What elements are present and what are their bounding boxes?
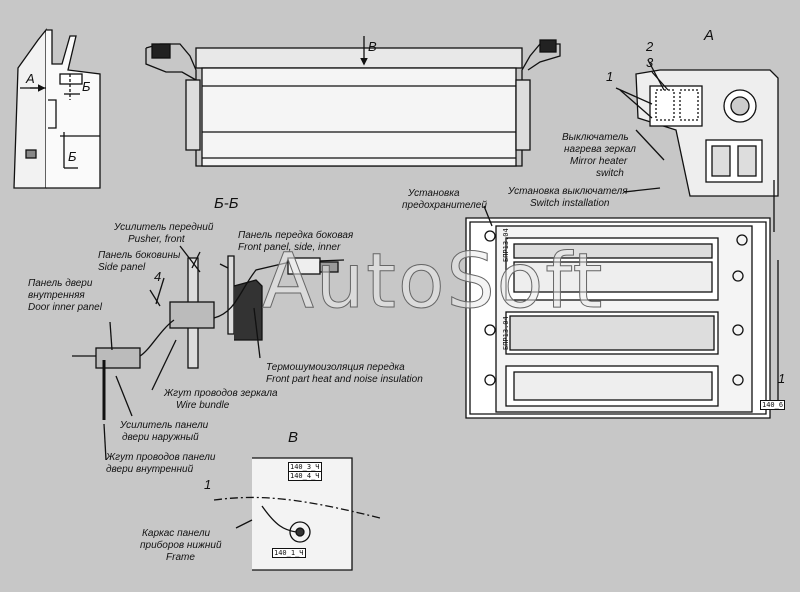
mirror-heater-ru-1: Выключатель	[562, 132, 629, 143]
fuse-side-label-a: БПР13.04	[502, 228, 510, 262]
switch-install-ru: Установка выключателя	[508, 186, 628, 197]
callout-4: 4	[154, 269, 162, 284]
marker-a: А	[26, 71, 35, 86]
door-bundle-ru-2: двери внутренний	[106, 464, 194, 475]
view-v-callout-1: 1	[204, 477, 212, 492]
view-a-title: А	[704, 27, 715, 44]
frame-ru-1: Каркас панели	[142, 528, 211, 539]
switch-install-en: Switch installation	[530, 198, 610, 209]
door-inner-ru-2: внутренняя	[28, 290, 85, 301]
mirror-heater-en-1: Mirror heater	[570, 156, 628, 167]
fuse-side-label-b: БПР13.04	[502, 316, 510, 350]
panel-top-view	[145, 36, 561, 167]
marker-v: В	[368, 39, 377, 54]
mirror-bundle-en: Wire bundle	[176, 400, 230, 411]
door-inner-en: Door inner panel	[28, 302, 102, 313]
callout-1: 1	[606, 69, 614, 84]
door-outer-ru-1: Усилитель панели	[120, 420, 209, 431]
door-outer-ru-2: двери наружный	[122, 432, 199, 443]
frame-view	[213, 457, 381, 571]
mirror-heater-en-2: switch	[596, 168, 624, 179]
front-side-en: Front panel, side, inner	[238, 242, 341, 253]
fuse-tag: 140_6	[760, 400, 786, 410]
view-v-title: В	[288, 429, 299, 446]
callout-2: 2	[646, 39, 654, 54]
mirror-bundle-ru: Жгут проводов зеркала	[164, 388, 278, 399]
insulation-en: Front part heat and noise insulation	[266, 374, 423, 385]
door-bundle-ru-1: Жгут проводов панели	[106, 452, 216, 463]
fuse-box-view	[465, 180, 779, 419]
door-inner-ru-1: Панель двери	[28, 278, 93, 289]
marker-b-top: Б	[82, 79, 91, 94]
side-panel-en: Side panel	[98, 262, 146, 273]
section-bb	[72, 245, 345, 461]
frame-ru-2: приборов нижний	[140, 540, 222, 551]
wire-tag-2: 140_4_Ч	[288, 471, 322, 481]
callout-3: 3	[646, 55, 654, 70]
pusher-ru: Усилитель передний	[114, 222, 214, 233]
switch-panel-view	[615, 59, 779, 197]
door-side-view	[13, 28, 101, 189]
fuse-title-ru-1: Установка	[408, 188, 460, 199]
marker-b-bottom: Б	[68, 149, 77, 164]
side-panel-ru: Панель боковины	[98, 250, 181, 261]
fuse-title-ru-2: предохранителей	[402, 200, 487, 211]
insulation-ru: Термошумоизоляция передка	[266, 362, 405, 373]
pusher-en: Pusher, front	[128, 234, 185, 245]
wire-tag-3: 140_1_Ч	[272, 548, 306, 558]
watermark: AutoSoft	[261, 236, 605, 326]
mirror-heater-ru-2: нагрева зеркал	[564, 144, 636, 155]
frame-en: Frame	[166, 552, 195, 563]
section-bb-title: Б-Б	[214, 195, 239, 212]
fuse-callout-1: 1	[778, 371, 786, 386]
front-side-ru: Панель передка боковая	[238, 230, 354, 241]
